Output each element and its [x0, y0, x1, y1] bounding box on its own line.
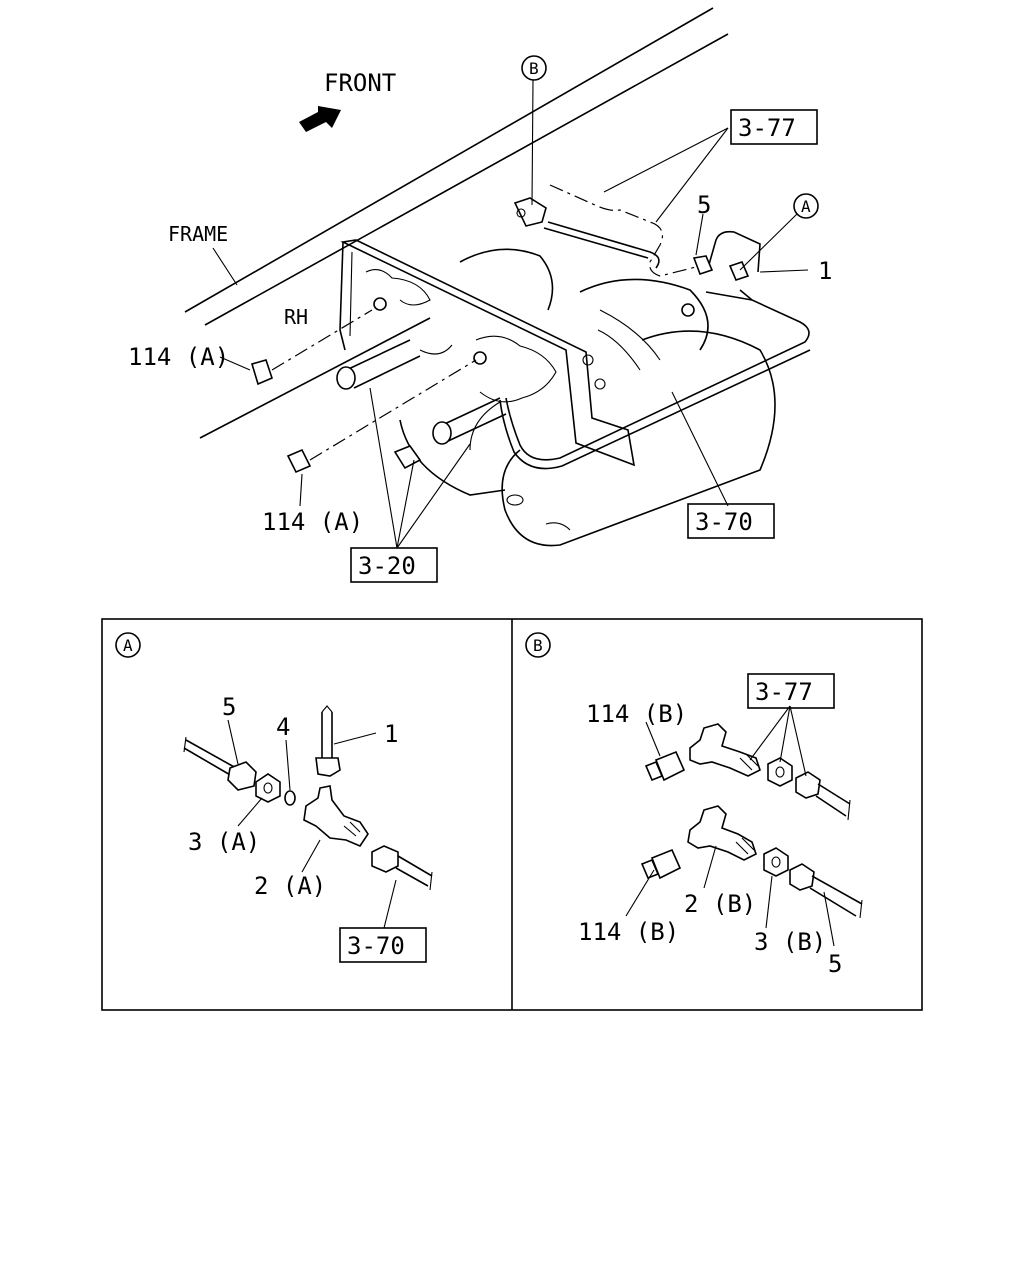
detail-panels	[101, 618, 923, 1011]
front-arrow-icon	[299, 106, 341, 132]
callout-circle-b: B	[521, 55, 547, 81]
detail-a-circle: A	[115, 632, 141, 658]
detail-b-circle-text: B	[533, 636, 543, 655]
detail-a-part-3a: 3 (A)	[188, 828, 260, 856]
ref-box-3-20: 3-20	[350, 547, 438, 583]
callout-circle-a: A	[793, 193, 819, 219]
front-label: FRONT	[324, 69, 396, 97]
rh-label: RH	[284, 305, 308, 329]
detail-a-ref-3-70: 3-70	[339, 927, 427, 963]
part-5-label: 5	[697, 191, 711, 219]
main-leader-lines	[219, 79, 809, 549]
detail-b-part-3b: 3 (B)	[754, 928, 826, 956]
detail-a-part-4: 4	[276, 713, 290, 741]
detail-a: A 5 4 1 3 (A) 2 (A)	[115, 632, 433, 963]
frame-rail	[184, 7, 729, 439]
ref-3-77-text: 3-77	[738, 114, 796, 142]
part-114a-upper-label: 114 (A)	[128, 343, 229, 371]
frame-label: FRAME	[168, 222, 228, 246]
detail-a-part-5: 5	[222, 693, 236, 721]
detail-b-ref-3-77: 3-77	[747, 673, 835, 709]
callout-b-text: B	[529, 59, 539, 78]
part-114a-lower-label: 114 (A)	[262, 508, 363, 536]
detail-b-circle: B	[525, 632, 551, 658]
detail-b-part-114b-lower: 114 (B)	[578, 918, 679, 946]
ref-3-20-text: 3-20	[358, 552, 416, 580]
fitting-114a-lower	[286, 359, 477, 474]
detail-b: B 114 (B) 3-77	[525, 632, 863, 978]
detail-a-part-2a: 2 (A)	[254, 872, 326, 900]
pipe-3-77	[513, 184, 761, 301]
pipe-3-70	[499, 289, 811, 470]
detail-b-part-2b: 2 (B)	[684, 890, 756, 918]
detail-a-ref-3-70-text: 3-70	[347, 932, 405, 960]
part-1-label: 1	[818, 257, 832, 285]
ref-box-3-77: 3-77	[730, 109, 818, 145]
mounting-bracket	[339, 239, 636, 467]
ref-box-3-70: 3-70	[687, 503, 775, 539]
detail-b-ref-3-77-text: 3-77	[755, 678, 813, 706]
detail-a-part-1: 1	[384, 720, 398, 748]
main-assembly-view: FRONT FRAME RH	[128, 7, 832, 583]
ref-3-70-text: 3-70	[695, 508, 753, 536]
detail-b-part-5: 5	[828, 950, 842, 978]
air-tanks	[399, 248, 776, 547]
fitting-114a-upper	[251, 309, 373, 386]
detail-a-circle-text: A	[123, 636, 133, 655]
detail-b-part-114b-upper: 114 (B)	[586, 700, 687, 728]
callout-a-text: A	[801, 197, 811, 216]
bracket-cylinders	[336, 297, 695, 470]
